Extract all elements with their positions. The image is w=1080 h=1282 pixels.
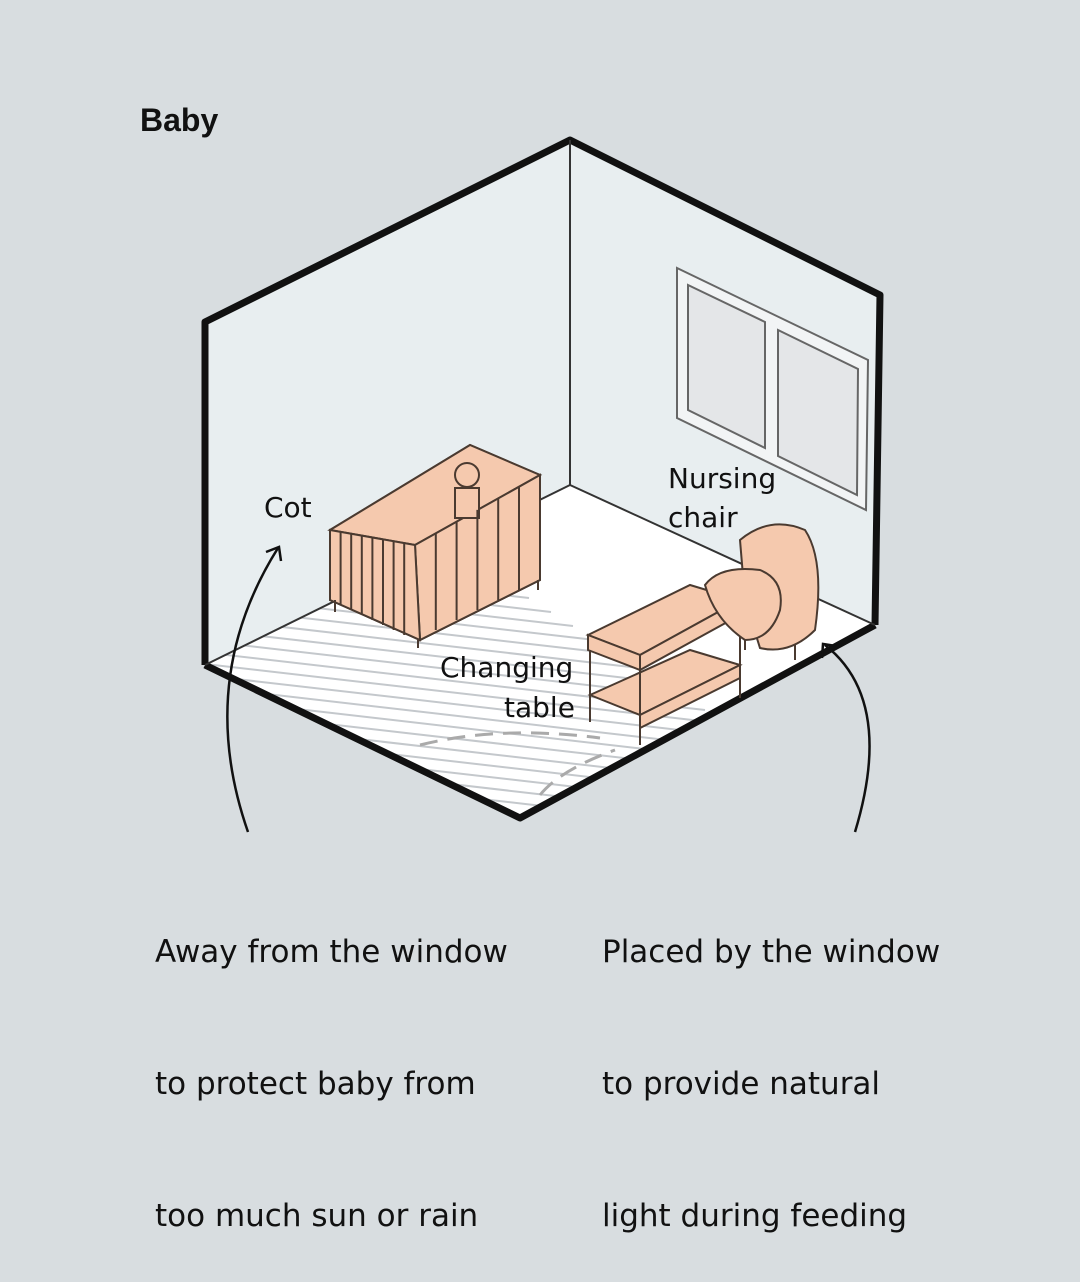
chair-arrow [824, 644, 871, 833]
changing-table-label-line2: table [504, 691, 575, 724]
nursing-chair-illustration [703, 523, 820, 660]
cot-illustration [327, 443, 543, 648]
floor-board-line [205, 631, 728, 725]
floor-board-line [205, 547, 596, 641]
cot-note-line: too much sun or rain [155, 1198, 479, 1234]
chair-note-line: to provide natural [602, 1066, 881, 1102]
floor-board-line [205, 603, 684, 697]
nursing-chair-label-line2: chair [668, 501, 738, 534]
cot-note: Away from the window to protect baby fro… [155, 842, 508, 1282]
floor-board-line [205, 617, 706, 711]
room-illustration [201, 136, 884, 833]
chair-note-line: Placed by the window [602, 934, 941, 970]
floor-board-line [205, 659, 772, 753]
cot-note-line: to protect baby from [155, 1066, 476, 1102]
cot-note-line: Away from the window [155, 934, 508, 970]
nursing-chair-label-line1: Nursing [668, 462, 777, 495]
window [676, 266, 870, 512]
chair-note: Placed by the window to provide natural … [602, 842, 940, 1282]
left-wall [205, 140, 570, 665]
changing-table-label-line1: Changing [440, 651, 574, 684]
arrows [226, 545, 871, 833]
door-swing [419, 731, 616, 796]
page-title: Baby [140, 102, 219, 138]
floor-board-line [205, 645, 750, 739]
changing-table-illustration [585, 583, 743, 745]
chair-note-line: light during feeding [602, 1198, 908, 1234]
floor [205, 485, 875, 818]
cot-arrow [226, 547, 280, 833]
cot-label: Cot [264, 491, 312, 524]
